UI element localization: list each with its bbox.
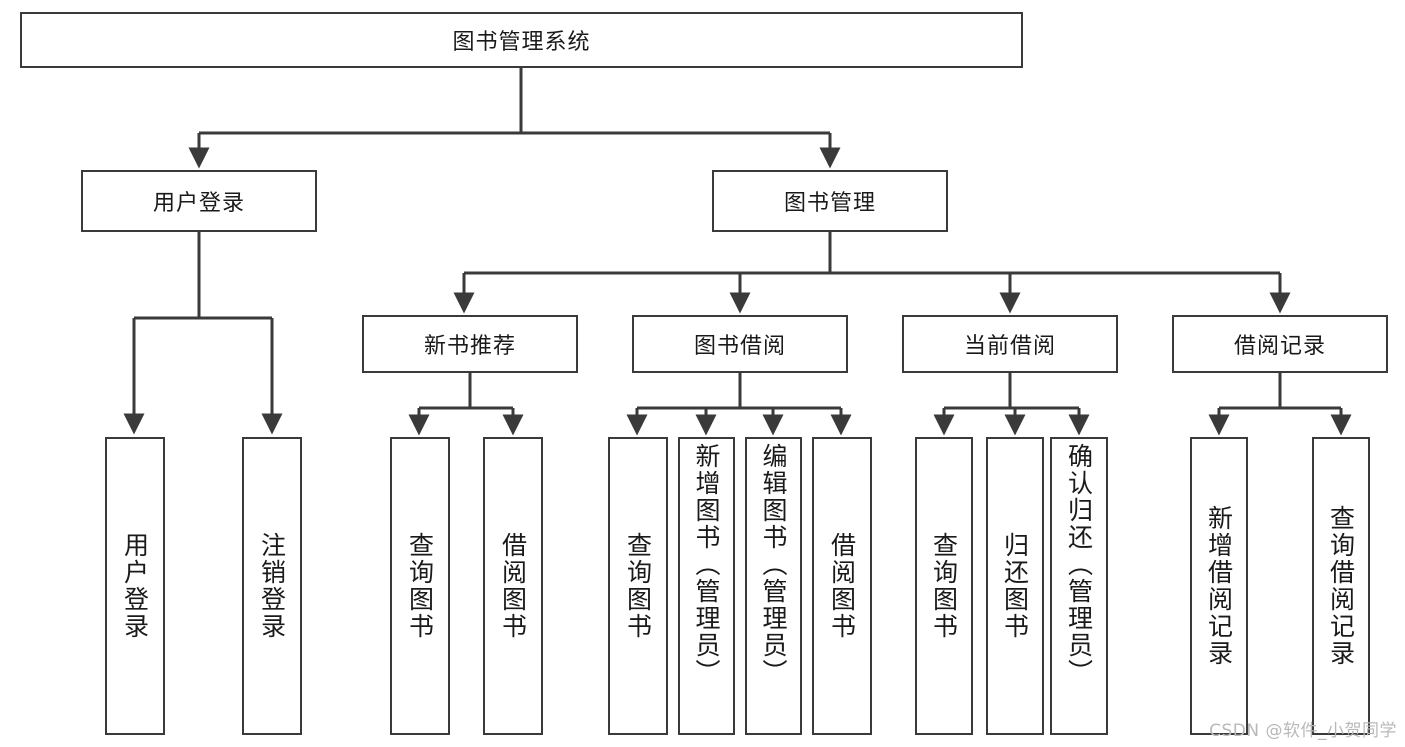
node-current-borrow[interactable]: 当前借阅 bbox=[902, 315, 1118, 373]
leaf-query-record[interactable]: 查询借阅记录 bbox=[1312, 437, 1370, 735]
leaf-query-book-rec[interactable]: 查询图书 bbox=[390, 437, 450, 735]
leaf-add-record-label: 新增借阅记录 bbox=[1204, 505, 1234, 667]
node-root[interactable]: 图书管理系统 bbox=[20, 12, 1023, 68]
leaf-logout-label: 注销登录 bbox=[257, 532, 287, 640]
leaf-user-login-label: 用户登录 bbox=[120, 532, 150, 640]
watermark-text: CSDN @软件_小贺同学 bbox=[1209, 721, 1397, 741]
leaf-query-book-cb[interactable]: 查询图书 bbox=[915, 437, 973, 735]
node-borrow-record[interactable]: 借阅记录 bbox=[1172, 315, 1388, 373]
node-new-book-rec-label: 新书推荐 bbox=[423, 334, 516, 359]
leaf-edit-book-label: 编辑图书（管理员） bbox=[759, 443, 788, 686]
leaf-borrow-book-bb-label: 借阅图书 bbox=[827, 532, 857, 640]
leaf-add-book[interactable]: 新增图书（管理员） bbox=[678, 437, 735, 735]
node-root-label: 图书管理系统 bbox=[452, 30, 591, 55]
node-book-manage[interactable]: 图书管理 bbox=[712, 170, 948, 232]
leaf-add-book-label: 新增图书（管理员） bbox=[692, 443, 721, 686]
node-user-login-label: 用户登录 bbox=[152, 191, 245, 216]
node-book-borrow-label: 图书借阅 bbox=[693, 334, 786, 359]
leaf-return-book[interactable]: 归还图书 bbox=[986, 437, 1044, 735]
leaf-edit-book[interactable]: 编辑图书（管理员） bbox=[745, 437, 802, 735]
leaf-query-book-cb-label: 查询图书 bbox=[929, 532, 959, 640]
node-book-manage-label: 图书管理 bbox=[783, 191, 876, 216]
leaf-logout[interactable]: 注销登录 bbox=[242, 437, 302, 735]
leaf-query-book-bb-label: 查询图书 bbox=[623, 532, 653, 640]
leaf-confirm-return-label: 确认归还（管理员） bbox=[1064, 443, 1094, 686]
node-user-login[interactable]: 用户登录 bbox=[81, 170, 317, 232]
node-new-book-rec[interactable]: 新书推荐 bbox=[362, 315, 578, 373]
leaf-borrow-book-bb[interactable]: 借阅图书 bbox=[812, 437, 872, 735]
leaf-query-book-rec-label: 查询图书 bbox=[405, 532, 435, 640]
leaf-user-login[interactable]: 用户登录 bbox=[105, 437, 165, 735]
node-book-borrow[interactable]: 图书借阅 bbox=[632, 315, 848, 373]
leaf-borrow-book-rec-label: 借阅图书 bbox=[498, 532, 528, 640]
leaf-query-book-bb[interactable]: 查询图书 bbox=[608, 437, 668, 735]
leaf-confirm-return[interactable]: 确认归还（管理员） bbox=[1050, 437, 1108, 735]
leaf-query-record-label: 查询借阅记录 bbox=[1326, 505, 1356, 667]
leaf-borrow-book-rec[interactable]: 借阅图书 bbox=[483, 437, 543, 735]
node-current-borrow-label: 当前借阅 bbox=[963, 334, 1056, 359]
leaf-add-record[interactable]: 新增借阅记录 bbox=[1190, 437, 1248, 735]
leaf-return-book-label: 归还图书 bbox=[1000, 532, 1030, 640]
node-borrow-record-label: 借阅记录 bbox=[1233, 334, 1326, 359]
